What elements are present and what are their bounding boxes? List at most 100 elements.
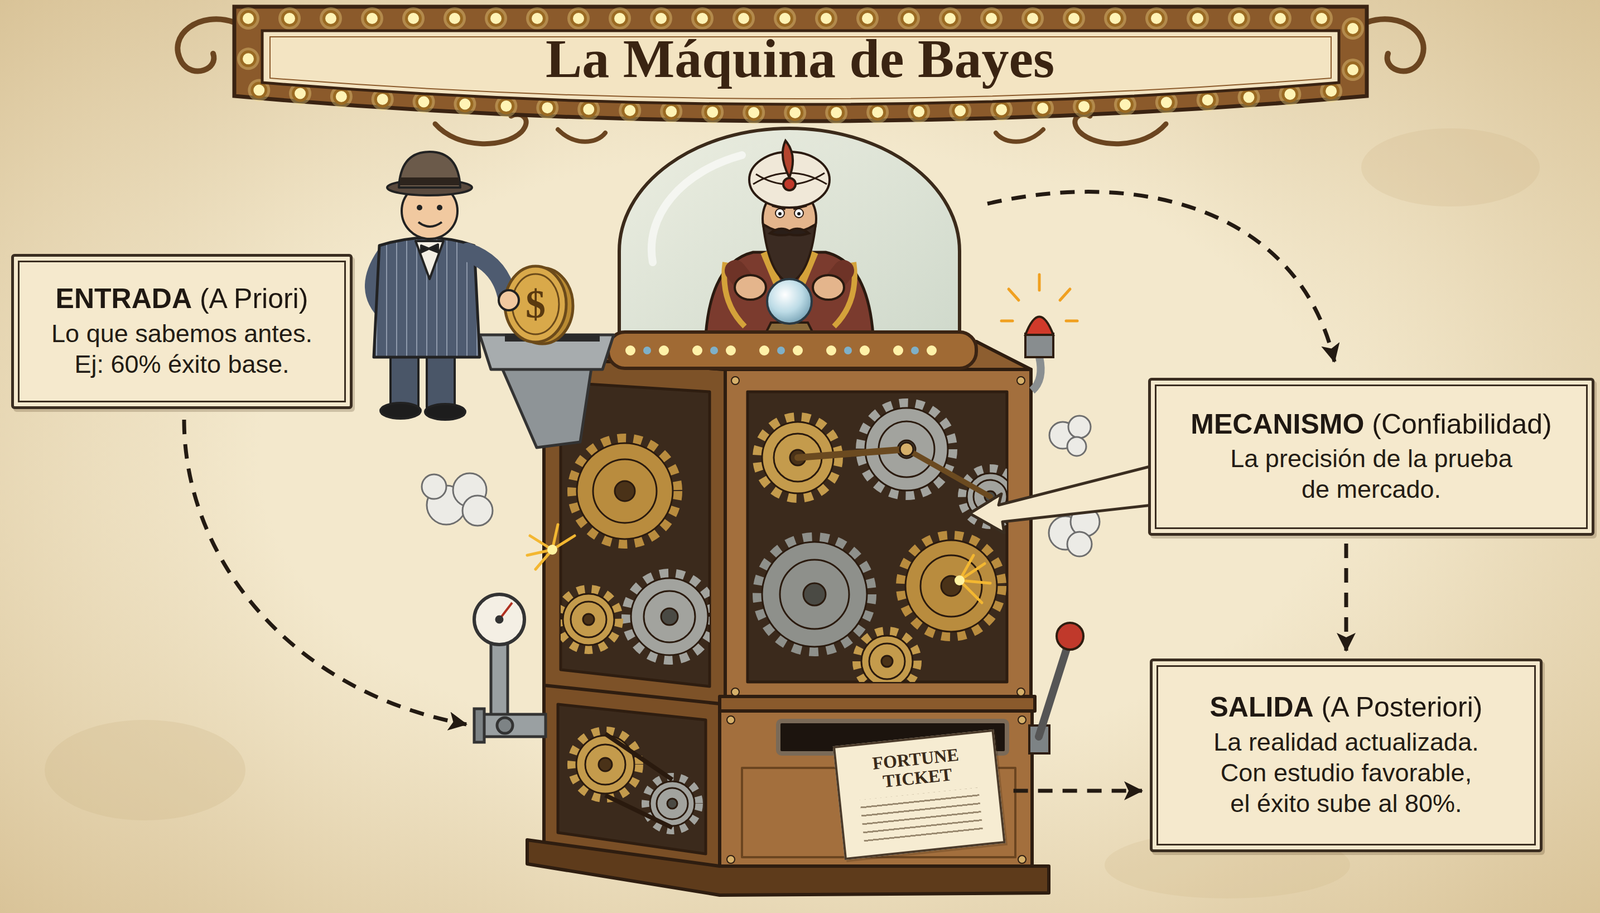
gear xyxy=(646,777,698,830)
businessman xyxy=(380,402,421,419)
gear xyxy=(576,442,673,539)
pressure-gauge xyxy=(474,594,525,645)
businessman xyxy=(436,204,443,211)
fortune-teller xyxy=(767,278,812,324)
box-body: Lo que sabemos antes. Ej: 60% éxito base… xyxy=(41,318,324,380)
heading-keyword: SALIDA xyxy=(1210,691,1314,723)
fortune-teller xyxy=(783,177,796,191)
fortune-teller xyxy=(705,140,874,335)
pressure-gauge xyxy=(497,717,513,734)
ticket-text: FORTUNE TICKET xyxy=(861,744,972,793)
rivet xyxy=(731,376,740,385)
businessman xyxy=(426,351,455,408)
dome-collar xyxy=(647,346,956,355)
gear xyxy=(906,449,991,497)
gear xyxy=(614,480,635,501)
gear xyxy=(758,538,871,650)
marquee-banner xyxy=(234,6,1367,122)
gear xyxy=(881,655,893,667)
box-body: La realidad actualizada. Con estudio fav… xyxy=(1210,726,1482,819)
businessman xyxy=(400,177,460,186)
gear xyxy=(762,541,867,647)
gear xyxy=(797,449,907,458)
gear xyxy=(559,590,618,649)
gear xyxy=(758,404,1007,682)
businessman xyxy=(418,222,442,227)
mechanism-box: MECANISMO (Confiabilidad)La precisión de… xyxy=(1148,377,1595,536)
gear xyxy=(803,582,826,606)
rivet xyxy=(731,687,740,696)
gear xyxy=(573,439,677,543)
flow-arrow xyxy=(1013,788,1142,793)
parchment-ground xyxy=(1361,128,1540,207)
businessman xyxy=(416,204,423,211)
fortune-teller xyxy=(775,208,785,218)
heading-keyword: MECANISMO xyxy=(1190,408,1365,440)
marquee-banner xyxy=(1366,18,1424,71)
fortune-ticket: FORTUNE TICKET xyxy=(832,729,1006,860)
box-heading: ENTRADA (A Priori) xyxy=(55,282,309,316)
siren-light xyxy=(1008,288,1019,301)
gear xyxy=(582,613,595,625)
businessman xyxy=(415,241,444,279)
fortune-teller xyxy=(763,224,816,284)
machine-cabinet xyxy=(719,696,1035,711)
gear xyxy=(902,536,1001,635)
gear xyxy=(573,439,677,543)
fortune-teller xyxy=(778,211,782,216)
gear xyxy=(861,635,913,682)
gear xyxy=(869,643,905,679)
spark xyxy=(527,524,991,603)
gear xyxy=(593,459,657,523)
gear xyxy=(758,538,871,650)
rivet xyxy=(726,855,735,864)
gear xyxy=(572,731,638,797)
title-text: La Máquina de Bayes xyxy=(545,29,1055,90)
dome-collar xyxy=(630,345,956,356)
siren-light xyxy=(1025,333,1054,358)
label-holder: $ xyxy=(490,270,581,338)
gear xyxy=(576,735,635,794)
fortune-teller xyxy=(734,275,766,300)
gear xyxy=(598,757,612,771)
spark xyxy=(954,575,965,586)
parchment-ground xyxy=(44,719,246,821)
callout-pointer xyxy=(969,465,1153,533)
rivet xyxy=(1018,715,1026,724)
leader-arrow xyxy=(184,419,467,725)
coin-symbol: $ xyxy=(525,283,546,325)
glass-dome xyxy=(619,128,960,335)
gear xyxy=(902,536,1001,635)
pressure-gauge xyxy=(474,708,485,742)
gear xyxy=(656,787,688,819)
marquee-banner xyxy=(177,6,1424,144)
spark xyxy=(547,544,558,555)
gear xyxy=(643,590,696,643)
fortune-teller xyxy=(797,211,801,216)
marquee-banner xyxy=(435,114,527,144)
siren-light xyxy=(1038,274,1042,291)
siren-light xyxy=(1059,288,1071,301)
siren-light xyxy=(1001,274,1078,391)
machine-cabinet xyxy=(543,683,720,871)
gear xyxy=(585,744,626,785)
siren-light xyxy=(1066,319,1078,323)
marquee-banner xyxy=(995,129,1044,142)
gear xyxy=(572,731,638,797)
gear xyxy=(858,632,917,682)
gear xyxy=(920,555,982,617)
siren-light xyxy=(1001,274,1078,321)
machine-cabinet xyxy=(725,369,1031,705)
gear xyxy=(779,559,850,629)
gear xyxy=(661,608,678,625)
coin-hopper xyxy=(502,368,592,448)
gear xyxy=(559,590,618,649)
lever xyxy=(1056,622,1084,650)
pressure-gauge xyxy=(496,616,503,623)
siren-light xyxy=(1001,319,1013,323)
fortune-teller xyxy=(782,140,793,178)
